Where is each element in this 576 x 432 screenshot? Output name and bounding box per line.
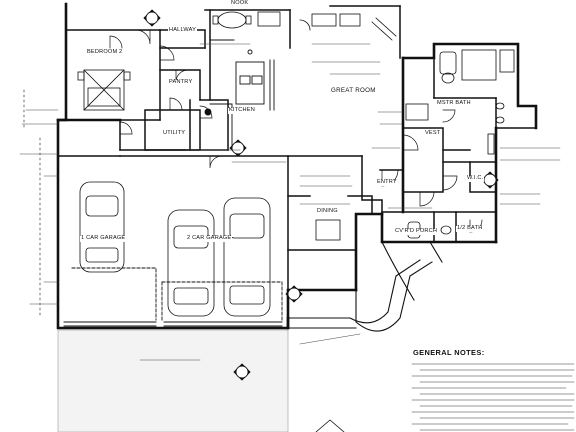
section-markers (143, 9, 499, 381)
room-label-2-car-garage: 2 CAR GARAGE (186, 235, 233, 242)
room-label-nook: NOOK (230, 0, 250, 7)
driveway (23, 89, 289, 432)
garage-doors (63, 267, 283, 327)
room-label-kitchen: KITCHEN (228, 107, 256, 114)
room-label-hallway: HALLWAY (168, 27, 198, 34)
exterior-walls (56, 2, 538, 330)
kitchen-counters (209, 39, 275, 149)
room-label-half-bath: 1/2 BATH (456, 225, 484, 232)
bath-fixtures (405, 49, 515, 239)
bed (77, 69, 131, 111)
walkway (287, 241, 443, 332)
general-notes-lines (411, 363, 575, 431)
room-label-1-car-garage: 1 CAR GARAGE (80, 235, 127, 242)
room-label-covered-porch: CV'R'D PORCH (394, 228, 439, 235)
room-label-vest: VEST (424, 130, 442, 137)
north-arrow (315, 419, 345, 432)
room-label-pantry: PANTRY (168, 79, 194, 86)
room-label-wic: W.I.C. (466, 175, 485, 182)
room-label-utility: UTILITY (162, 130, 187, 137)
great-room-furniture (299, 13, 397, 41)
room-label-dining: DINING (316, 208, 339, 215)
room-label-great-room: GREAT ROOM (330, 87, 377, 95)
door-swings (109, 29, 483, 233)
room-label-bedroom-2: BEDROOM 2 (86, 49, 124, 56)
room-label-mstr-bath: MSTR BATH (436, 100, 472, 107)
general-notes-heading: GENERAL NOTES: (413, 348, 485, 357)
interior-walls (57, 5, 537, 291)
annotation-leaders (19, 43, 561, 361)
dining-table (315, 219, 341, 241)
car-outlines (79, 181, 271, 317)
room-label-entry: ENTRY (376, 179, 398, 186)
nook-table (212, 11, 281, 29)
